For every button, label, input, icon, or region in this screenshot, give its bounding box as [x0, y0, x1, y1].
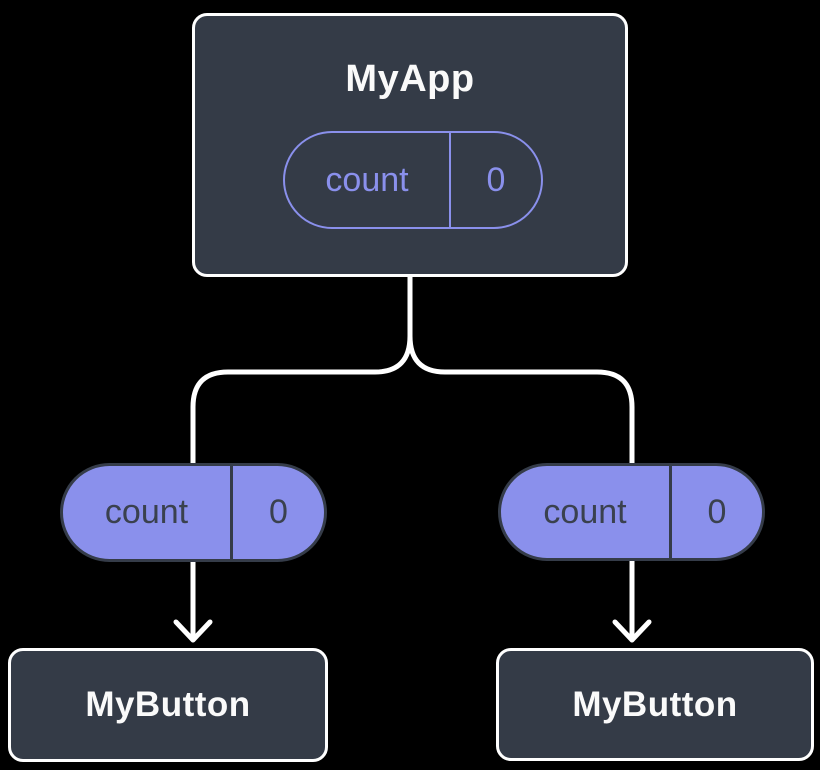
state-pill: count 0: [283, 131, 543, 229]
prop-pill-left-name: count: [63, 466, 233, 559]
branch-left-line: [190, 274, 413, 471]
prop-pill-left: count 0: [60, 463, 327, 562]
branch-right-line: [407, 274, 635, 471]
mybutton-right-title: MyButton: [572, 684, 738, 724]
mybutton-node-left: MyButton: [8, 648, 328, 762]
myapp-node-title: MyApp: [345, 58, 475, 100]
prop-pill-right-value: 0: [707, 492, 727, 531]
state-pill-value: 0: [486, 160, 506, 199]
mybutton-node-right: MyButton: [496, 648, 814, 761]
prop-pill-right: count 0: [498, 463, 765, 561]
prop-pill-right-name: count: [501, 466, 672, 558]
mybutton-left-title: MyButton: [85, 685, 251, 724]
myapp-node: MyApp count 0: [192, 13, 628, 277]
arrow-down-right-icon: [612, 555, 652, 643]
state-pill-name: count: [285, 133, 451, 227]
arrow-down-left-icon: [173, 555, 213, 643]
prop-pill-left-value: 0: [269, 493, 288, 531]
